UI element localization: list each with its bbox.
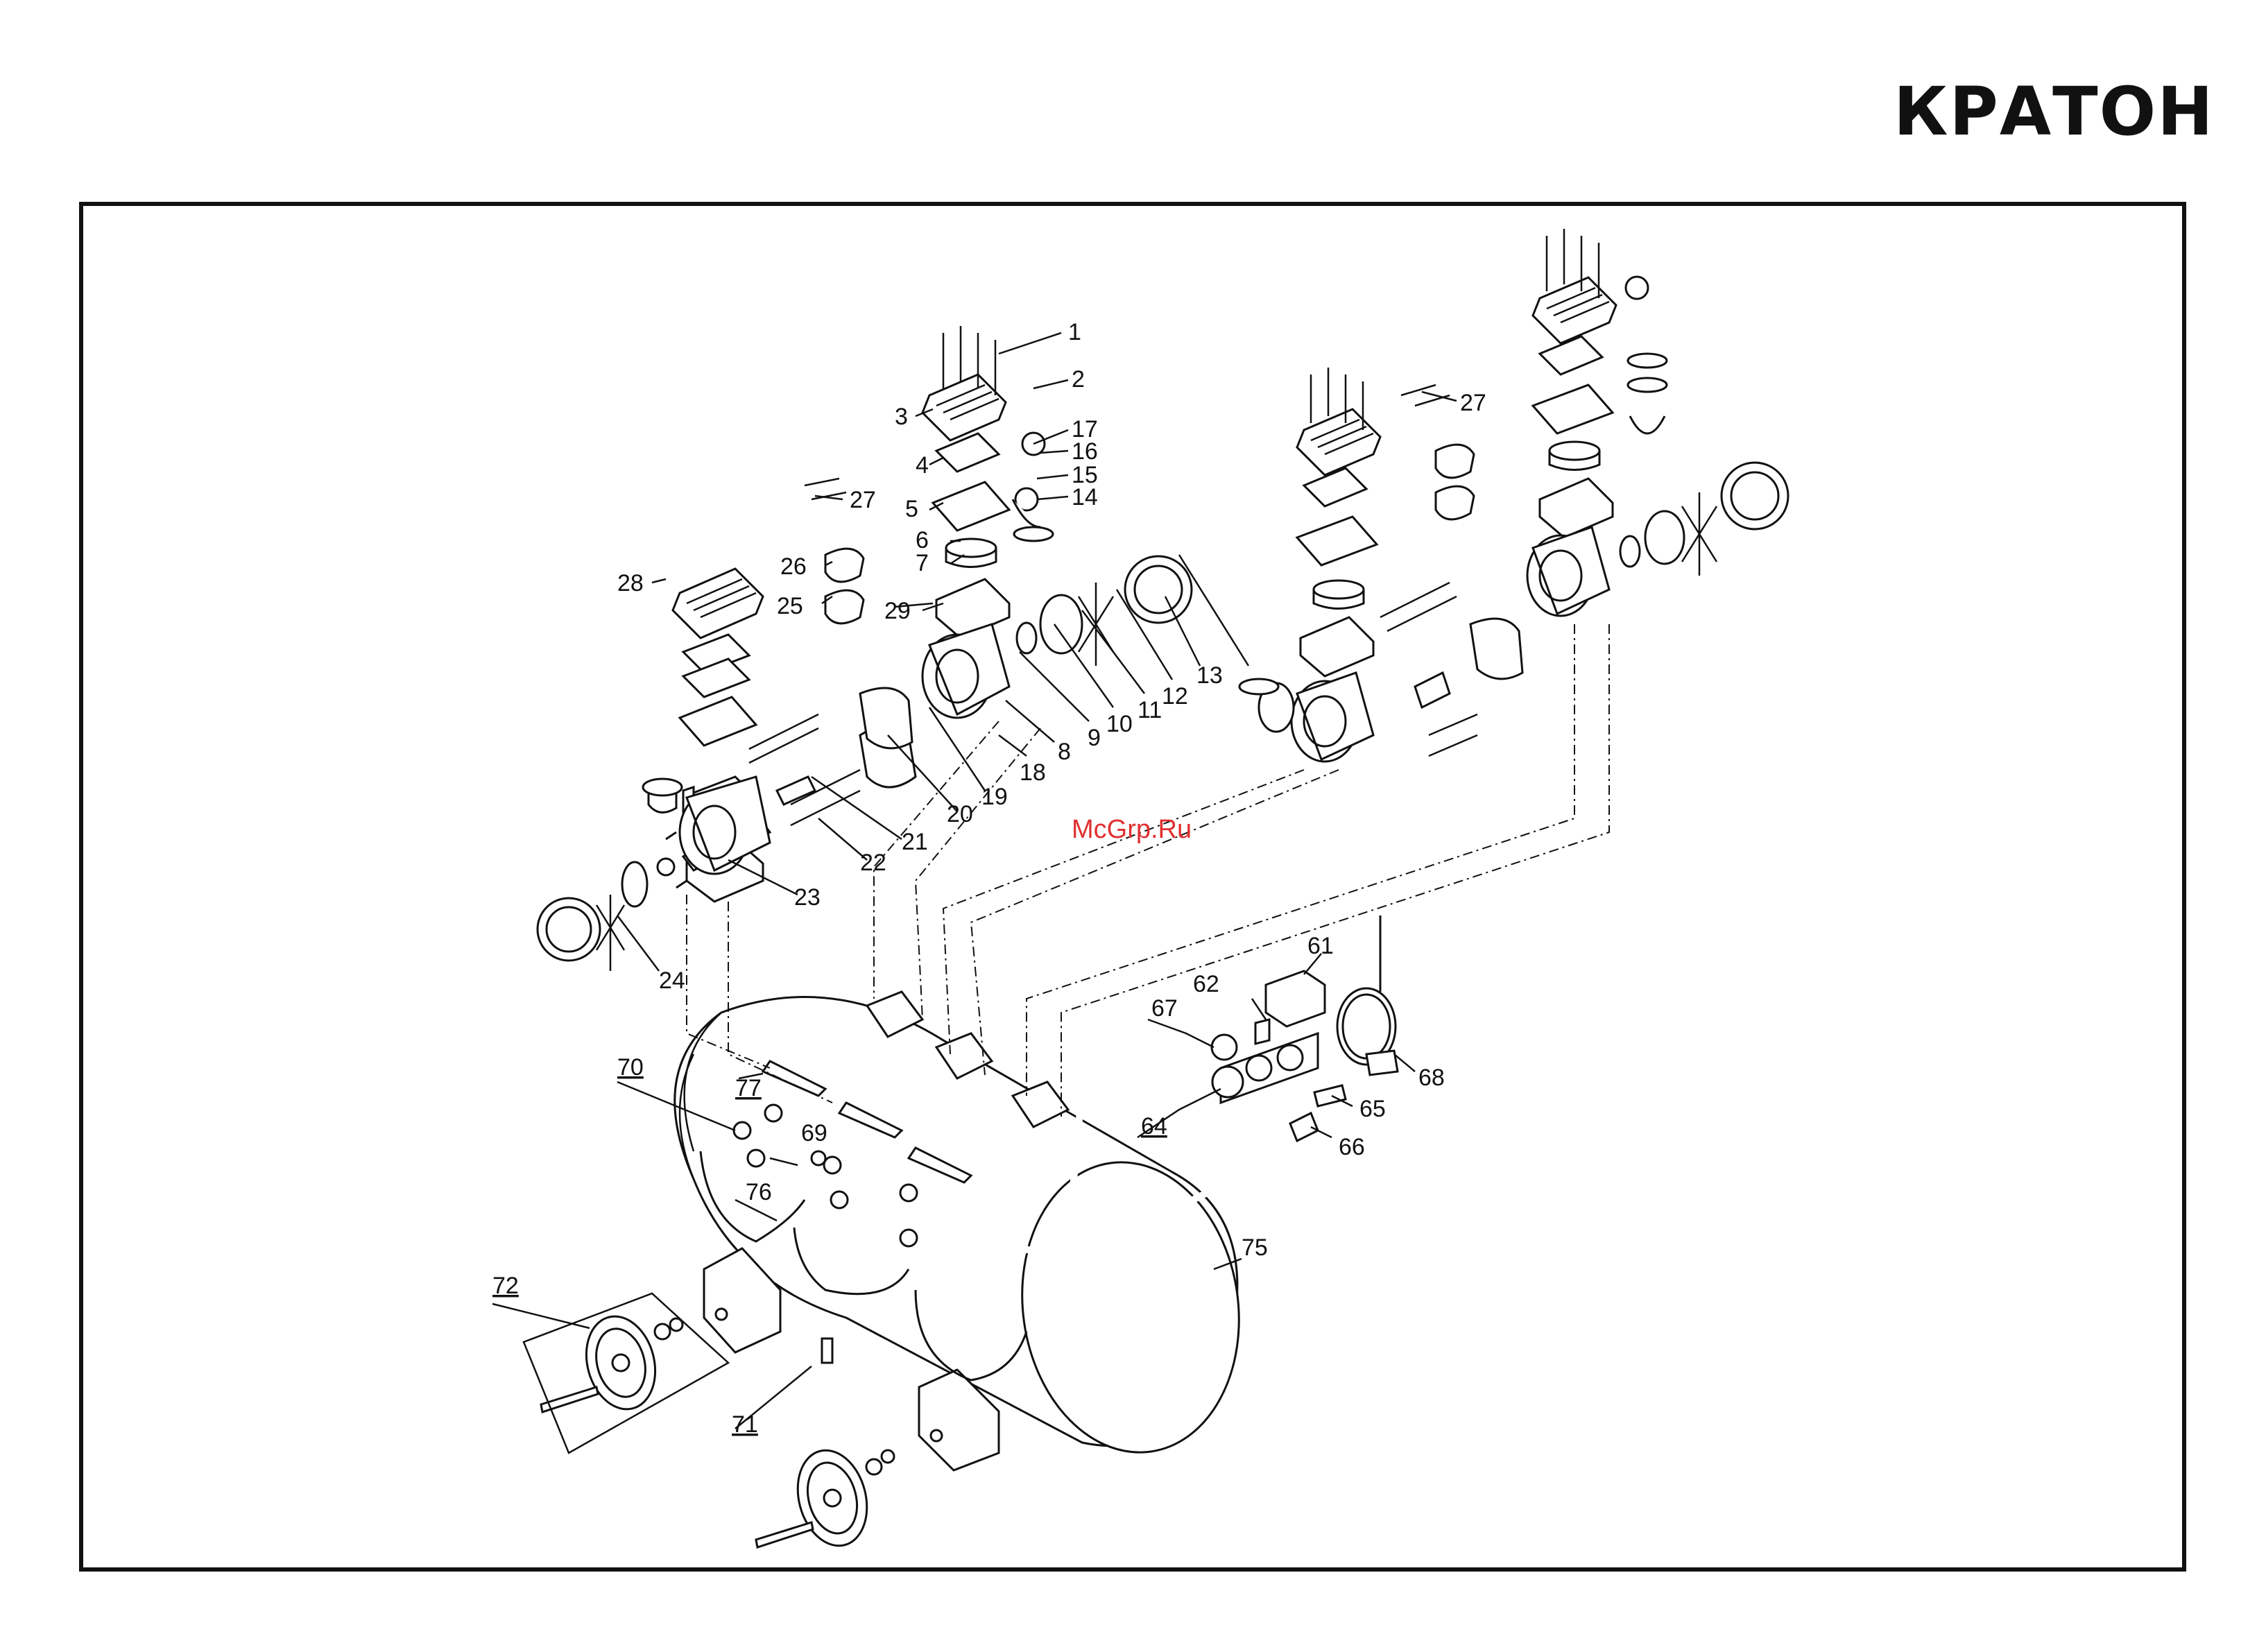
callout-28: 28 [617, 570, 644, 596]
callout-69: 69 [801, 1120, 827, 1146]
callout-65: 65 [1359, 1096, 1386, 1122]
callout-11: 11 [1138, 697, 1162, 723]
watermark-text: McGrp.Ru [1072, 815, 1192, 844]
callout-72: 72 [492, 1273, 519, 1299]
callout-66: 66 [1339, 1134, 1365, 1160]
callout-19: 19 [981, 784, 1008, 810]
callout-25: 25 [777, 593, 803, 619]
callout-70: 70 [617, 1054, 644, 1081]
callout-75: 75 [1242, 1234, 1268, 1261]
wheel-front [756, 1443, 894, 1554]
callout-18: 18 [1020, 759, 1046, 786]
callout-4: 4 [916, 452, 929, 479]
callout-13: 13 [1196, 662, 1223, 689]
fan-center [1017, 556, 1192, 666]
callout-29: 29 [884, 598, 911, 624]
callout-3: 3 [895, 404, 908, 430]
callout-23: 23 [794, 884, 821, 911]
pressure-switch-assembly [1212, 971, 1346, 1141]
callout-12: 12 [1162, 683, 1188, 709]
fan-left [538, 859, 674, 971]
compressor-unit-far-right [1527, 229, 1788, 616]
callout-27-left: 27 [850, 487, 876, 513]
callout-2: 2 [1072, 366, 1085, 393]
callout-77: 77 [735, 1075, 762, 1101]
rotor-center [860, 688, 912, 748]
callout-24: 24 [659, 967, 685, 994]
callout-21: 21 [902, 829, 928, 855]
compressor-unit-center [922, 326, 1053, 718]
callout-10: 10 [1106, 711, 1133, 737]
callout-17: 17 [1072, 416, 1098, 442]
callout-67: 67 [1151, 995, 1178, 1022]
callout-8: 8 [1058, 739, 1071, 765]
callout-26: 26 [780, 553, 807, 580]
power-cord [1337, 915, 1398, 1075]
callout-62: 62 [1193, 971, 1219, 997]
callout-22: 22 [860, 850, 886, 876]
callout-15: 15 [1072, 462, 1098, 488]
callout-27-right: 27 [1460, 390, 1486, 416]
callout-64: 64 [1141, 1113, 1167, 1139]
callout-68: 68 [1418, 1065, 1445, 1091]
callout-7: 7 [916, 550, 929, 576]
callout-9: 9 [1088, 725, 1101, 751]
callout-20: 20 [947, 801, 973, 827]
callout-71: 71 [732, 1411, 758, 1438]
callout-5: 5 [905, 496, 918, 522]
callout-1: 1 [1068, 319, 1081, 345]
compressor-unit-right [1239, 368, 1522, 762]
callout-76: 76 [746, 1179, 772, 1205]
callout-61: 61 [1307, 933, 1334, 959]
